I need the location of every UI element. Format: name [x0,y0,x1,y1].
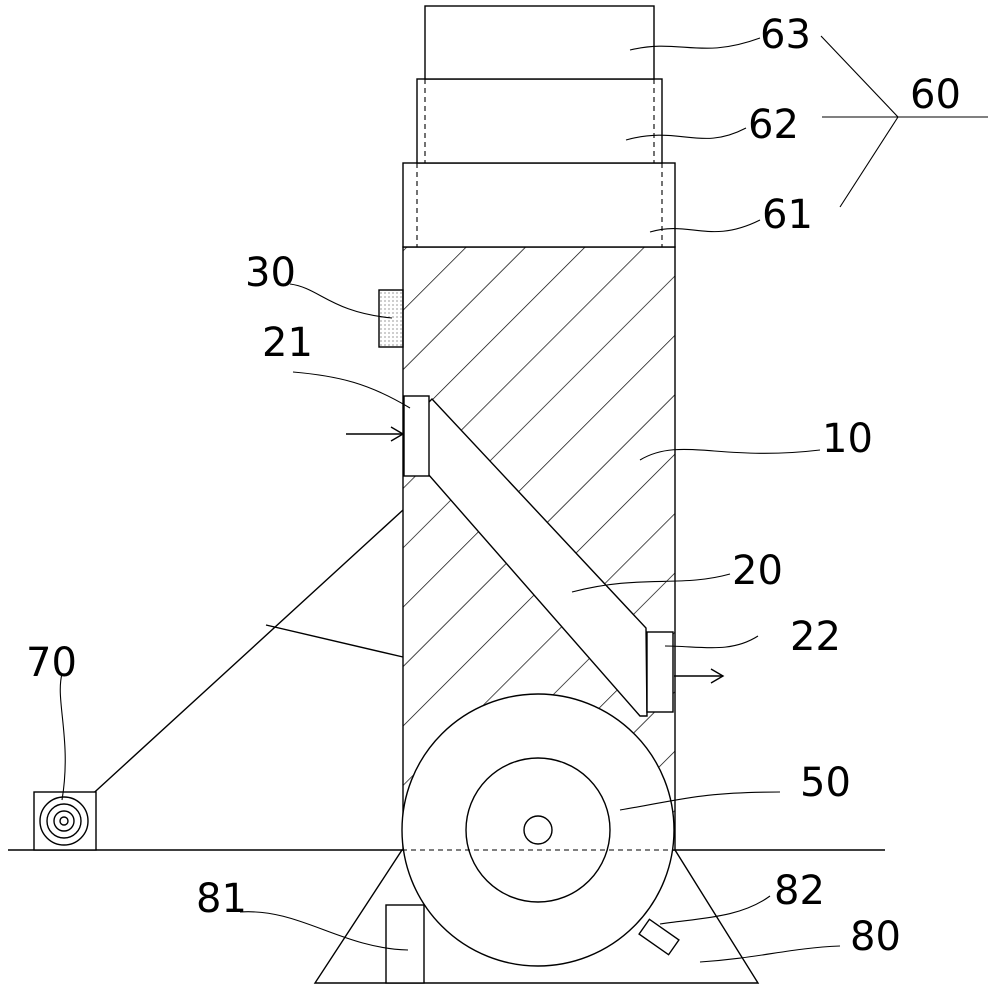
label-50: 50 [800,760,851,806]
section-61 [403,163,675,247]
label-80: 80 [850,914,901,960]
inlet-21 [404,396,429,476]
label-61: 61 [762,192,813,238]
reel-70 [34,792,96,850]
support-lines [86,510,403,800]
label-62: 62 [748,102,799,148]
inlet-arrow [346,427,403,441]
part-81 [386,905,424,983]
label-82: 82 [774,868,825,914]
wheel-50 [402,694,675,966]
label-30: 30 [245,250,296,296]
label-20: 20 [732,548,783,594]
section-62 [417,79,662,163]
label-21: 21 [262,320,313,366]
outlet-arrow [674,669,723,683]
sensor-30 [379,290,403,347]
outlet-22 [647,632,673,712]
label-70: 70 [26,640,77,686]
section-63 [425,6,654,79]
label-10: 10 [822,416,873,462]
label-22: 22 [790,614,841,660]
label-63: 63 [760,12,811,58]
label-81: 81 [196,876,247,922]
group-60-bracket [821,36,988,207]
label-60: 60 [910,72,961,118]
